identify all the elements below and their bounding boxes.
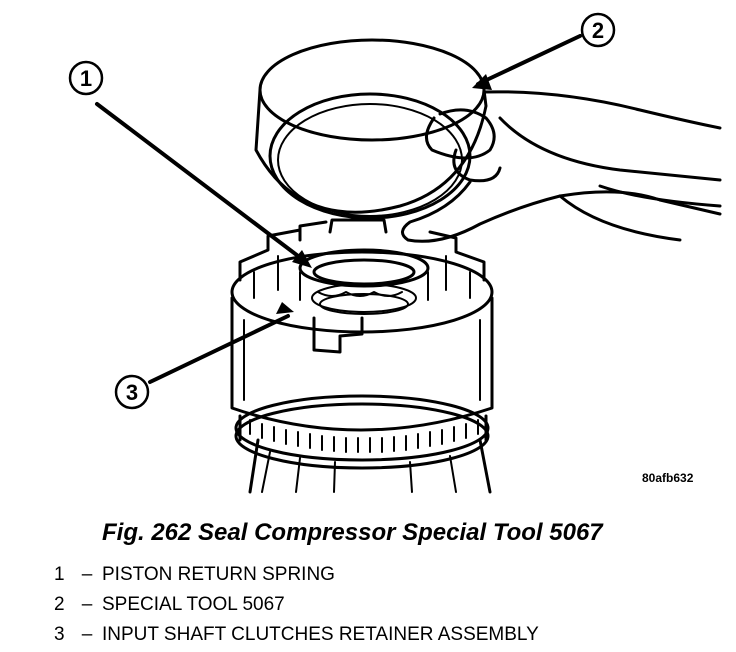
callout-1-number: 1 (80, 66, 92, 91)
legend-item: 1–PISTON RETURN SPRING (54, 560, 539, 590)
legend-number: 1 (54, 564, 65, 585)
callout-3: 3 (114, 374, 150, 410)
legend-dash: – (81, 624, 93, 645)
special-tool-5067 (254, 38, 488, 220)
callout-2-number: 2 (592, 18, 604, 43)
callout-1: 1 (68, 60, 104, 96)
hand (401, 90, 722, 243)
legend-text: SPECIAL TOOL 5067 (102, 594, 285, 615)
legend-number: 2 (54, 594, 65, 615)
legend-item: 2–SPECIAL TOOL 5067 (54, 590, 539, 620)
figure-code: 80afb632 (642, 471, 694, 485)
callout-2-arrowhead (472, 74, 492, 90)
legend: 1–PISTON RETURN SPRING 2–SPECIAL TOOL 50… (54, 560, 539, 650)
piston-return-spring (298, 248, 430, 315)
figure-caption: Fig. 262 Seal Compressor Special Tool 50… (102, 519, 603, 546)
legend-number: 3 (54, 624, 65, 645)
legend-item: 3–INPUT SHAFT CLUTCHES RETAINER ASSEMBLY (54, 620, 539, 650)
legend-dash: – (81, 594, 93, 615)
legend-text: INPUT SHAFT CLUTCHES RETAINER ASSEMBLY (102, 624, 539, 645)
legend-text: PISTON RETURN SPRING (102, 564, 335, 585)
callout-3-arrowhead (276, 302, 294, 314)
legend-dash: – (81, 564, 93, 585)
callout-2: 2 (580, 12, 616, 48)
leader-lines (95, 34, 582, 384)
callout-1-arrowhead (292, 250, 312, 268)
clutch-retainer-drum (230, 218, 494, 494)
seal-compressor-illustration: 1 2 3 (68, 12, 722, 494)
callout-3-number: 3 (126, 380, 138, 405)
